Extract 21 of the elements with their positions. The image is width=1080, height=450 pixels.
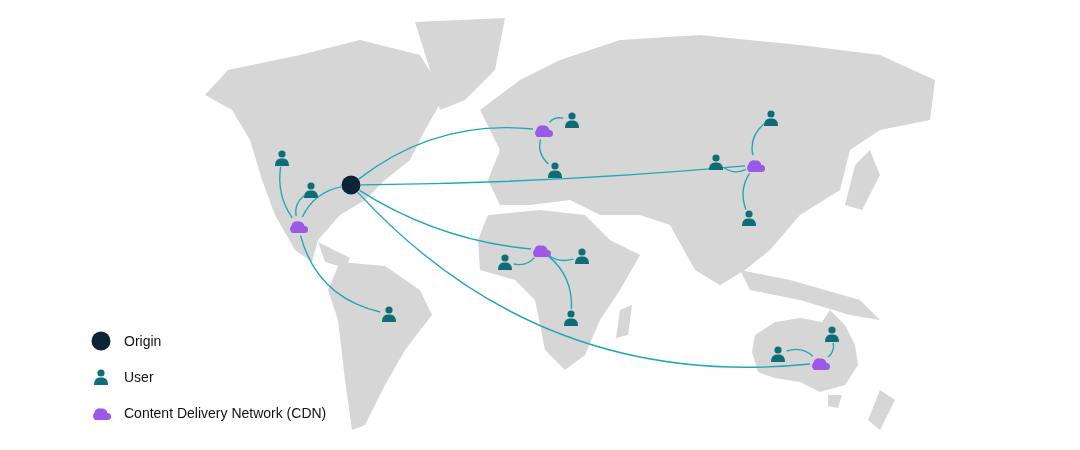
connection-line (299, 234, 381, 313)
connection-line (357, 191, 811, 368)
legend-label: Origin (124, 331, 162, 351)
connection-line (548, 255, 575, 262)
connection-line (722, 166, 747, 173)
connection-line (358, 126, 534, 180)
connection-line (358, 189, 532, 250)
connection-line (513, 256, 536, 266)
connection-line (548, 117, 564, 124)
connection-line (827, 342, 835, 358)
legend-label: User (124, 367, 154, 387)
connection-line (360, 165, 746, 186)
connection-line (294, 195, 305, 217)
connection-line (548, 255, 573, 310)
connection-line (751, 123, 765, 156)
connection-line (539, 139, 550, 165)
connection-line (279, 166, 293, 219)
connection-line (785, 348, 814, 357)
connection-line (301, 186, 342, 218)
legend-label: Content Delivery Network (CDN) (124, 403, 327, 423)
connection-line (742, 172, 751, 211)
